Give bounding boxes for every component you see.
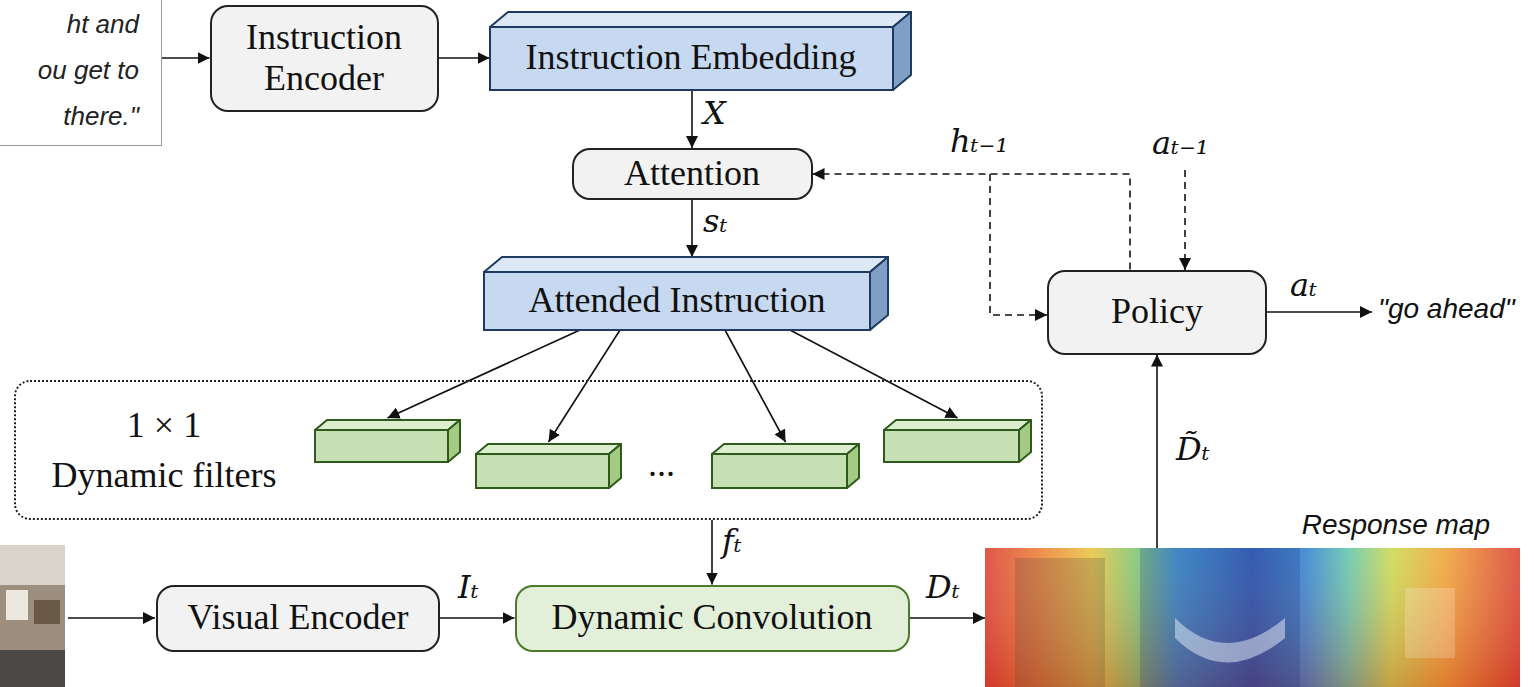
response-map: Response map xyxy=(985,548,1520,687)
cuboid-side xyxy=(893,12,911,90)
filter-group: 1 × 1Dynamic filters xyxy=(14,380,1043,520)
connector-arrow xyxy=(549,330,621,442)
cuboid-front xyxy=(476,454,609,488)
node-text: Visual Encoder xyxy=(178,597,419,638)
cuboid-side xyxy=(847,444,859,488)
heatmap-colors xyxy=(985,548,1520,687)
connector-arrow xyxy=(691,200,693,257)
room-wall xyxy=(1140,548,1300,687)
node-text: Attended Instruction xyxy=(529,280,826,321)
heatmap-image xyxy=(985,548,1520,687)
quote-holder: ht and ou get to there." xyxy=(34,1,139,139)
shelf xyxy=(1405,588,1455,658)
thumbnail-ceiling xyxy=(0,545,65,585)
cuboid-front xyxy=(315,430,448,462)
cuboid-top xyxy=(484,257,888,272)
stone-wall xyxy=(1015,558,1105,687)
connector-arrow xyxy=(725,330,786,442)
cuboid-front xyxy=(490,27,893,90)
signal-name: aₜ xyxy=(1290,266,1317,304)
edge-label: sₜ xyxy=(703,202,727,240)
process-box: Attention xyxy=(572,148,813,200)
filter-art xyxy=(16,382,1045,522)
edge-label: fₜ xyxy=(722,522,742,560)
hidden-state-branch xyxy=(990,174,1047,315)
node-text: ht and ou get to there." xyxy=(34,1,139,139)
image-arrow xyxy=(68,617,155,619)
filter-block xyxy=(315,420,460,462)
node-text: Policy xyxy=(1101,291,1213,332)
cuboid-top xyxy=(476,444,621,454)
heatmap-shade xyxy=(985,548,1520,687)
block-face: Instruction Embedding xyxy=(490,27,893,90)
block-face: Attended Instruction xyxy=(484,272,870,330)
thumbnail-window xyxy=(6,590,28,620)
convolution-box: Dynamic Convolution xyxy=(515,585,910,652)
process-box: Visual Encoder xyxy=(156,585,440,652)
filter-block xyxy=(712,444,859,488)
cuboid-side xyxy=(1019,420,1031,462)
edge-label: X xyxy=(703,94,726,132)
node-text: Dynamic Convolution xyxy=(542,597,883,638)
hammock xyxy=(1175,618,1285,663)
connector-arrow xyxy=(1156,355,1158,549)
process-box: Instruction Encoder xyxy=(210,5,439,112)
connector-arrow xyxy=(910,617,986,619)
cuboid-front xyxy=(884,430,1019,462)
signal-name: aₜ₋₁ xyxy=(1152,124,1209,162)
cuboid-side xyxy=(448,420,460,462)
instruction-text-box: ht and ou get to there." xyxy=(0,0,162,146)
image-heading: Response map xyxy=(1302,508,1490,548)
node-text: 1 × 1 xyxy=(127,400,201,450)
thumbnail-ground xyxy=(0,545,65,687)
connector-arrow xyxy=(691,90,693,149)
connector-arrow xyxy=(388,330,581,418)
connector-arrow xyxy=(790,330,958,418)
connector-arrow xyxy=(440,617,515,619)
edge-label: Dₜ xyxy=(926,568,960,606)
action-text: "go ahead" xyxy=(1378,292,1515,326)
connector-arrow xyxy=(711,520,713,585)
cuboid-front xyxy=(712,454,847,488)
block-shape xyxy=(490,12,911,90)
cuboid-top xyxy=(315,420,460,430)
cuboid-top xyxy=(884,420,1031,430)
connector-arrow xyxy=(813,174,1131,270)
cuboid-top xyxy=(712,444,859,454)
group-heading: 1 × 1Dynamic filters xyxy=(24,382,304,518)
cuboid-side xyxy=(609,444,621,488)
connector-arrow xyxy=(439,57,490,59)
cuboid-side xyxy=(870,257,888,330)
node-text: Instruction Embedding xyxy=(526,37,857,78)
ellipsis: ... xyxy=(648,444,675,485)
edge-label: D̃ₜ xyxy=(1176,430,1210,468)
output-arrow xyxy=(1267,311,1372,313)
thumbnail-furniture xyxy=(34,600,60,624)
node-text: Dynamic filters xyxy=(52,450,277,500)
embedding-block: Instruction Embedding xyxy=(490,12,911,90)
cuboid-top xyxy=(490,12,911,27)
embedding-block: Attended Instruction xyxy=(484,257,888,330)
filter-block xyxy=(476,444,621,488)
edge-label: Iₜ xyxy=(458,568,479,606)
block-shape xyxy=(484,257,888,330)
cuboid-front xyxy=(484,272,870,330)
edge-label: hₜ₋₁ xyxy=(950,122,1008,160)
node-text: Attention xyxy=(614,153,770,194)
connector-arrow xyxy=(162,57,210,59)
previous-action-arrow xyxy=(1184,170,1186,270)
thumbnail-floor xyxy=(0,650,65,687)
camera-thumbnail xyxy=(0,545,65,687)
node-text: Instruction Encoder xyxy=(212,17,437,100)
policy-box: Policy xyxy=(1047,270,1267,355)
filter-block xyxy=(884,420,1031,462)
node-text: Response map xyxy=(1302,508,1490,542)
